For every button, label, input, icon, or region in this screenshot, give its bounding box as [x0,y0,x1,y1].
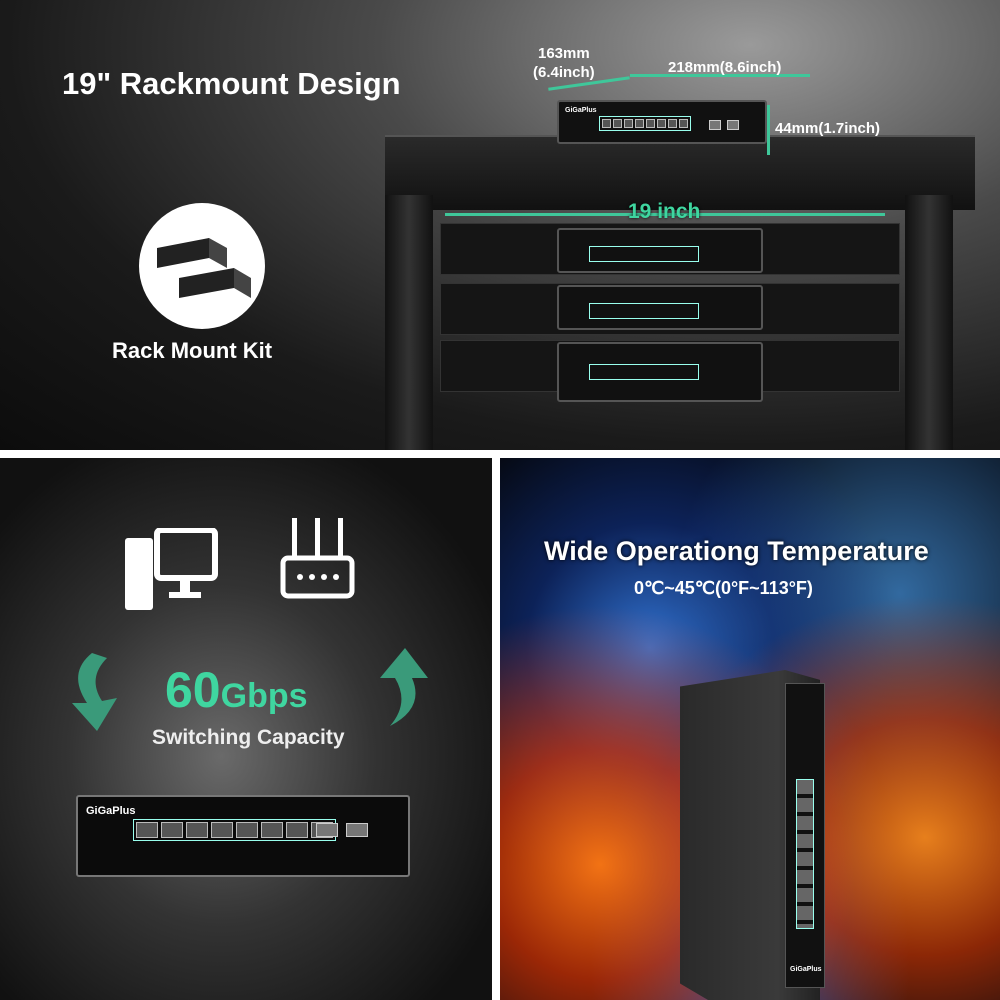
depth-mm: 163mm [537,45,590,62]
arrow-down-icon [72,653,117,731]
port-group [589,364,699,380]
rack-width-line [445,213,885,216]
ethernet-port [261,822,283,838]
ethernet-port [679,119,688,128]
depth-inch: (6.4inch) [533,64,595,81]
switch-top: GiGaPlus [557,100,767,144]
switching-capacity-panel: 60Gbps Switching Capacity GiGaPlus [0,458,492,1000]
sfp-port [346,823,368,837]
rack-part [385,135,975,210]
switch-front: GiGaPlus [76,795,410,877]
port-group [133,819,336,841]
sfp-port [709,120,721,130]
brand-logo: GiGaPlus [86,805,136,817]
ethernet-port [136,822,158,838]
ethernet-port [211,822,233,838]
temperature-title: Wide Operationg Temperature [544,536,929,566]
switch-vertical-front: GiGaPlus [785,683,825,988]
ethernet-port [635,119,644,128]
sfp-port [727,120,739,130]
ethernet-port [657,119,666,128]
rackmount-title: 19" Rackmount Design [62,66,401,101]
port-group [599,116,691,131]
port-group [589,303,699,319]
brand-logo: GiGaPlus [565,107,597,114]
rack-switch-2 [557,285,763,330]
rack-part [385,195,433,450]
ethernet-port [286,822,308,838]
height-label: 44mm(1.7inch) [775,120,881,137]
depth-label: 163mm (6.4inch) [533,44,595,82]
sfp-port [316,823,338,837]
temperature-panel: Wide Operationg Temperature 0℃~45℃(0°F~1… [500,458,1000,1000]
rack-kit-label: Rack Mount Kit [112,338,273,363]
brand-logo: GiGaPlus [790,966,822,973]
bracket-icon [157,238,251,298]
rack-part [905,195,953,450]
ethernet-port [646,119,655,128]
arrow-up-icon [380,648,428,726]
ethernet-port [236,822,258,838]
rack-switch-1 [557,228,763,273]
rack-width-label: 19 inch [628,200,701,223]
capacity-unit: Gbps [220,677,308,715]
width-dimension-line [630,74,810,77]
ethernet-port [602,119,611,128]
capacity-value: 60Gbps [165,661,308,719]
rack-switch-3 [557,342,763,402]
height-dimension-line [767,105,770,155]
ethernet-port [161,822,183,838]
vertical-ports [796,779,814,929]
temperature-range: 0℃~45℃(0°F~113°F) [634,578,813,598]
capacity-number: 60 [165,662,221,718]
computer-icon [125,528,218,610]
ethernet-port [668,119,677,128]
capacity-caption: Switching Capacity [152,726,345,749]
ethernet-port [624,119,633,128]
ethernet-port [613,119,622,128]
port-group [589,246,699,262]
rackmount-panel: 19" Rackmount Design Rack Mount Kit GiGa… [0,0,1000,450]
ethernet-port [186,822,208,838]
width-label: 218mm(8.6inch) [668,59,782,76]
rack-kit-image [139,203,265,329]
router-icon [280,518,355,599]
